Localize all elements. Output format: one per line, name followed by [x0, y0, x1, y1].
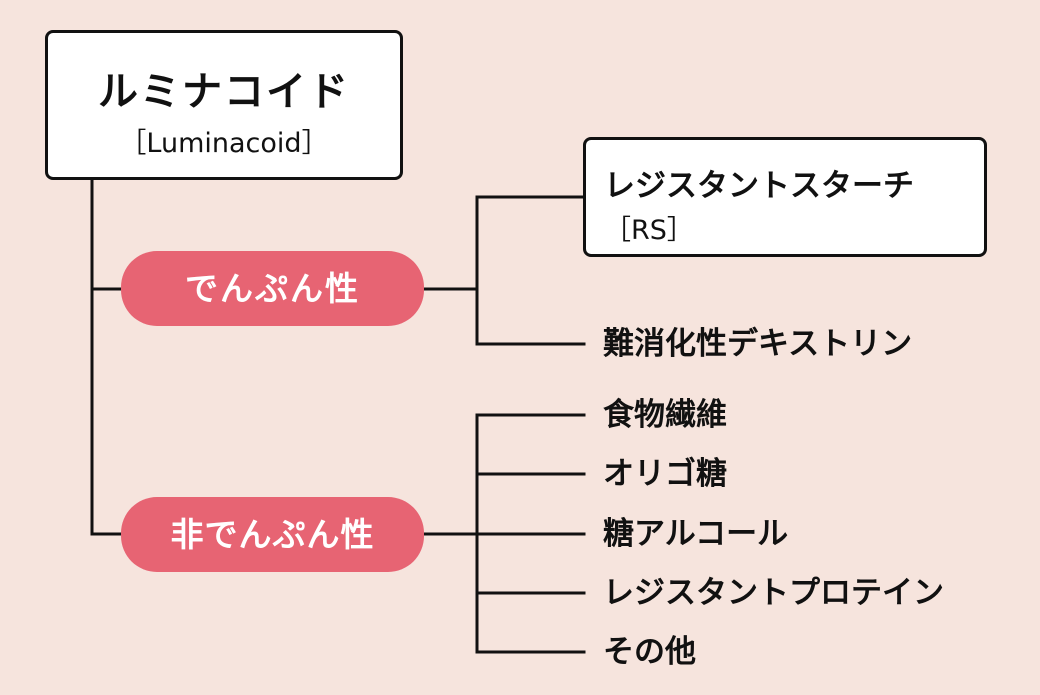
root-node: ルミナコイド ［Luminacoid］: [45, 30, 403, 180]
category-nonstarch: 非でんぷん性: [121, 497, 424, 572]
leaf-resistant-starch-title: レジスタントスターチ: [604, 168, 914, 204]
root-title: ルミナコイド: [98, 69, 350, 115]
leaf-indigestible-dextrin: 難消化性デキストリン: [603, 326, 913, 362]
category-starch: でんぷん性: [121, 251, 424, 326]
leaf-sugar-alcohol: 糖アルコール: [603, 516, 789, 552]
leaf-resistant-protein: レジスタントプロテイン: [603, 575, 944, 611]
leaf-other: その他: [603, 634, 696, 670]
root-subtitle: ［Luminacoid］: [119, 128, 329, 159]
leaf-resistant-starch-subtitle: ［RS］: [604, 215, 694, 246]
leaf-dietary-fiber: 食物繊維: [603, 397, 727, 433]
leaf-oligosaccharide: オリゴ糖: [603, 456, 727, 492]
leaf-resistant-starch: レジスタントスターチ ［RS］: [583, 137, 987, 257]
